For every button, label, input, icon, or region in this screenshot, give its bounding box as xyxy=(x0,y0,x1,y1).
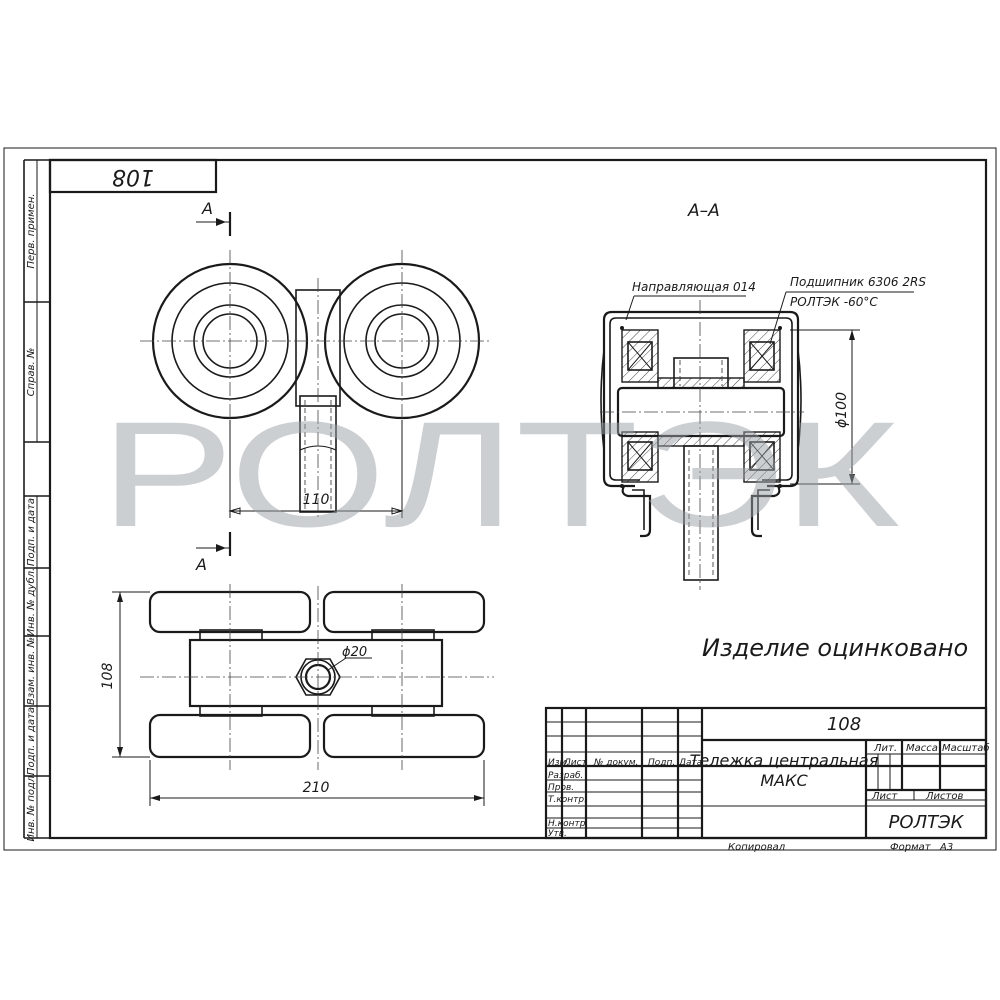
col-podp: Подп. xyxy=(648,758,675,768)
row-prov: Пров. xyxy=(548,783,574,793)
col-doc: № докум. xyxy=(593,758,638,768)
dimension-diameter-20: ϕ20 xyxy=(342,645,367,660)
strip-perv-primen: Перв. примен. xyxy=(26,193,37,268)
dimension-110: 110 xyxy=(303,492,330,508)
strip-inv-dubl: Инв. № дубл. xyxy=(25,568,37,636)
title-code: 108 xyxy=(827,714,861,735)
dimension-210: 210 xyxy=(303,780,330,796)
strip-podp-data-2: Подп. и дата xyxy=(26,707,37,775)
title-block: 108 Тележка центральная МАКС Изм. Лист №… xyxy=(544,706,990,840)
carriage-body xyxy=(188,638,444,708)
col-list: Лист xyxy=(563,758,588,768)
strip-podp-data-1: Подп. и дата xyxy=(26,498,37,566)
cell-sheet: Лист xyxy=(871,791,899,802)
section-view: А–А xyxy=(600,201,926,590)
front-view: 110 А А xyxy=(140,199,492,574)
strip-sprav: Справ. № xyxy=(26,348,37,397)
guide-rail-inner xyxy=(609,317,793,481)
row-razrab: Разраб. xyxy=(548,771,583,781)
guide-rail-outer xyxy=(602,310,800,488)
cell-masshtab: Масштаб xyxy=(942,742,990,754)
drawing-frame xyxy=(48,158,988,840)
cell-massa: Масса xyxy=(906,743,938,754)
row-tkontr: Т.контр. xyxy=(548,795,587,805)
strip-vzam-inv: Взам. инв. № xyxy=(26,637,37,705)
cut-marker-top: А xyxy=(201,199,213,218)
galvanized-note: Изделие оцинковано xyxy=(702,634,968,662)
dimension-diameter-100: ϕ100 xyxy=(834,392,850,428)
wheel-top-right xyxy=(322,590,486,634)
watermark-logo: РОЛТЭК xyxy=(100,390,900,558)
leader-bearing-2: РОЛТЭК -60°С xyxy=(790,295,878,309)
leader-bearing-1: Подшипник 6306 2RS xyxy=(790,275,926,289)
row-nkontr: Н.контр. xyxy=(548,819,588,829)
row-utv: Утв. xyxy=(548,829,567,839)
cut-marker-bottom: А xyxy=(195,555,207,574)
company-name: РОЛТЭК xyxy=(889,812,965,833)
col-data: Дата xyxy=(678,758,702,768)
leader-guide: Направляющая 014 xyxy=(632,280,756,294)
sheet-outer-border xyxy=(3,147,997,851)
dimension-108: 108 xyxy=(100,663,116,690)
side-strip: Перв. примен. Справ. № Подп. и дата Инв.… xyxy=(23,159,50,842)
col-izm: Изм. xyxy=(548,758,569,768)
section-label: А–А xyxy=(687,201,720,221)
footer-format-value: А3 xyxy=(939,842,953,853)
cell-sheets: Листов xyxy=(925,791,963,802)
footer-copied: Копировал xyxy=(728,842,786,853)
corner-stamp-code: 108 xyxy=(112,164,154,189)
cell-lit: Лит. xyxy=(873,743,897,754)
corner-stamp: 108 xyxy=(48,158,218,194)
footer-format-label: Формат xyxy=(890,842,932,853)
wheel-bottom-right xyxy=(322,713,486,759)
top-view: ϕ20 108 210 xyxy=(100,584,494,806)
title-name-line1: Тележка центральная xyxy=(690,751,879,770)
strip-inv-podl: Инв. № подл. xyxy=(26,773,37,842)
title-name-line2: МАКС xyxy=(760,771,808,790)
